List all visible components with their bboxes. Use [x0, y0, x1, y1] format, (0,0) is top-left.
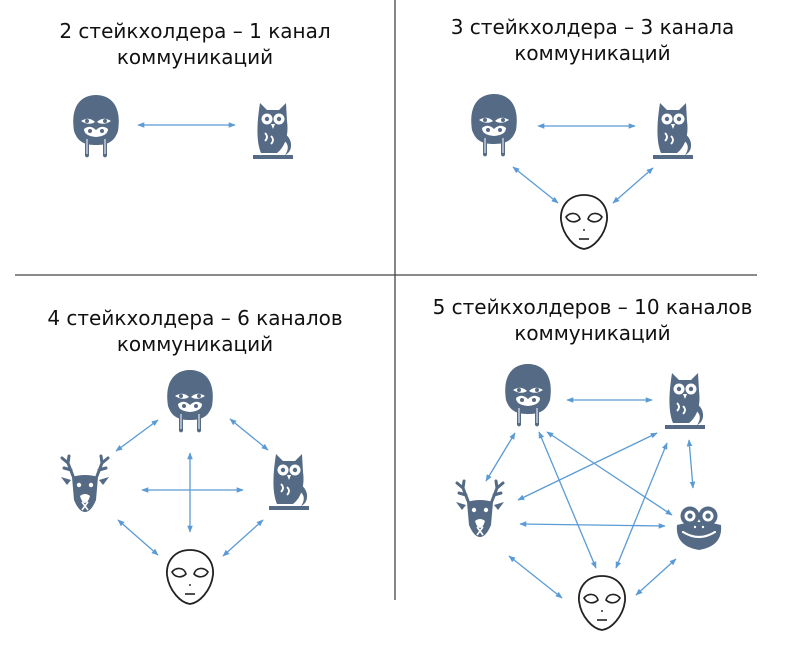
panel-4-title-line1: 5 стейкхолдеров – 10 каналов [432, 295, 753, 319]
panel-3-title-line2: коммуникаций [116, 332, 274, 356]
panel-4-title: 5 стейкхолдеров – 10 каналов коммуникаци… [400, 294, 785, 346]
panel-1-walrus-icon [73, 95, 119, 158]
quadrant-dividers [15, 0, 757, 600]
panel-1-title-line1: 2 стейкхолдера – 1 канал [59, 19, 331, 43]
panel-4-walrus-icon [505, 364, 551, 427]
panel-3-alien-icon [166, 549, 214, 605]
panel-3-owl-icon [268, 453, 310, 511]
arrows-layer [115, 122, 696, 599]
panel-4-title-line2: коммуникаций [514, 321, 671, 345]
panel-3-arrow-walrus-owl [229, 418, 269, 451]
panel-4-arrow-walrus-deer [485, 432, 516, 482]
panel-1-title-line2: коммуникаций [116, 45, 274, 69]
panel-2-title-line1: 3 стейкхолдера – 3 канала [450, 15, 735, 39]
panel-2-owl-icon [652, 102, 694, 160]
panel-4-arrow-walrus-alien [538, 431, 597, 569]
panel-4-arrow-owl-alien [615, 442, 668, 569]
panel-3-title-line1: 4 стейкхолдера – 6 каналов [47, 306, 343, 330]
panel-4-arrow-walrus-frog [546, 431, 673, 516]
icons-layer [59, 94, 723, 631]
panel-2-arrow-owl-alien [612, 167, 654, 204]
panel-3-title: 4 стейкхолдера – 6 каналов коммуникаций [10, 305, 380, 357]
panel-3-walrus-icon [167, 370, 213, 433]
panel-4-frog-icon [675, 505, 723, 552]
panel-2-title-line2: коммуникаций [514, 41, 671, 65]
panel-2-alien-icon [560, 194, 608, 250]
panel-3-arrow-owl-alien [222, 519, 264, 557]
panel-2-arrow-walrus-alien [512, 166, 559, 204]
panel-1-title: 2 стейкхолдера – 1 канал коммуникаций [10, 18, 380, 70]
panel-3-arrow-walrus-deer [115, 419, 159, 452]
panel-4-deer-icon [454, 479, 506, 539]
panel-3-arrow-deer-alien [117, 519, 159, 556]
panel-1-owl-icon [252, 102, 294, 160]
panel-4-owl-icon [664, 372, 706, 430]
panel-2-walrus-icon [471, 94, 517, 157]
panel-4-arrow-deer-alien [508, 555, 563, 599]
panel-4-alien-icon [578, 575, 626, 631]
panel-4-arrow-owl-frog [686, 439, 696, 489]
panel-4-arrow-owl-deer [517, 432, 658, 501]
panel-4-arrow-deer-frog [519, 521, 666, 529]
panel-2-title: 3 стейкхолдера – 3 канала коммуникаций [400, 14, 785, 66]
panel-3-deer-icon [59, 454, 111, 514]
panel-4-arrow-frog-alien [635, 558, 677, 596]
